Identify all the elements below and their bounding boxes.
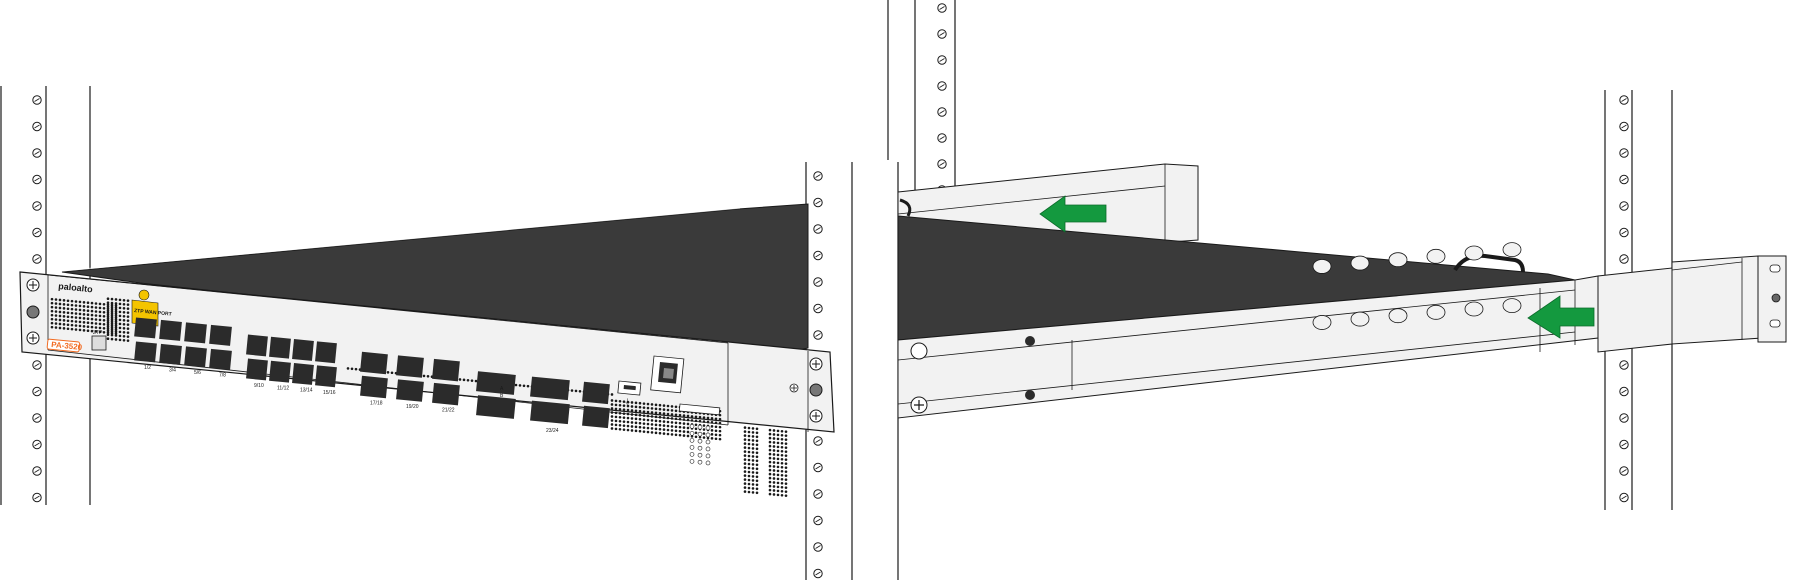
sfp-port	[360, 375, 388, 399]
sfp-port	[246, 334, 268, 357]
qsfp-mode-a: A	[500, 386, 504, 392]
sfp-port	[269, 336, 291, 359]
usb-port: ⏚	[617, 380, 642, 406]
management-port	[650, 355, 685, 394]
usb-icon: ⏚	[624, 398, 631, 406]
brand-logo: paloalto	[58, 281, 94, 294]
status-led	[705, 425, 711, 431]
rail-handle	[1453, 253, 1525, 273]
status-led	[689, 438, 695, 443]
qsfp-port	[476, 395, 516, 419]
status-led	[689, 431, 695, 436]
rj45-port	[209, 324, 232, 346]
port-number: 13/14	[300, 388, 313, 394]
port-number: 23/24	[546, 428, 559, 434]
qsfp-port	[530, 400, 570, 425]
port-number: 3/4	[169, 368, 176, 374]
qsfp-port	[582, 405, 610, 429]
left-arrow-icon	[1527, 295, 1595, 339]
sfp-port	[360, 351, 388, 375]
ztp-label: ZTP	[93, 330, 103, 336]
sfp-port	[315, 341, 337, 364]
rj45-port	[184, 322, 207, 344]
sfp-port	[396, 379, 424, 402]
sfp-port	[432, 358, 460, 382]
left-rack	[0, 86, 853, 580]
sfp-port-group: 9/10 11/12 13/14 15/16 17/18 19/20 21/22	[246, 334, 460, 414]
port-number: 1/2	[144, 365, 151, 371]
rj45-port	[159, 343, 182, 365]
rj45-port	[134, 341, 157, 363]
status-led	[689, 452, 695, 457]
status-led	[689, 445, 695, 450]
ztp-wan-label: ZTP WAN PORT	[134, 308, 172, 318]
rj45-port	[184, 346, 207, 368]
port-number: 19/20	[406, 404, 419, 410]
port-number: 21/22	[442, 408, 455, 414]
status-led	[705, 453, 711, 459]
rack-mounting-holes	[937, 3, 947, 195]
rj45-port	[134, 317, 157, 339]
status-led	[697, 445, 703, 451]
status-led	[689, 424, 695, 429]
status-led-panel	[689, 424, 711, 466]
sfp-port	[269, 360, 291, 383]
left-arrow-icon	[1039, 195, 1107, 233]
rail-adjustment-slots	[1312, 242, 1522, 330]
port-number: 7/8	[219, 373, 226, 379]
chassis-top	[61, 203, 809, 353]
qsfp-port	[582, 381, 610, 405]
firewall-appliance: paloalto PA-3520 ZTP ZTP WAN PORT 1/2 3/4…	[19, 203, 835, 497]
sfp-port	[292, 339, 314, 361]
ventilation-grille	[50, 297, 788, 497]
chassis-top	[897, 215, 1576, 341]
port-number: 11/12	[277, 385, 289, 391]
sfp-port	[396, 355, 424, 378]
status-led	[689, 459, 695, 464]
sfp-port	[315, 365, 337, 388]
status-led	[697, 431, 703, 437]
rail-assembly	[897, 163, 1787, 419]
sfp-port	[292, 363, 314, 385]
qsfp-port	[530, 376, 570, 401]
left-rack-ear	[26, 278, 40, 345]
model-label: PA-3520	[51, 340, 83, 352]
copper-port-group: 1/2 3/4 5/6 7/8	[134, 317, 232, 379]
status-led	[697, 438, 703, 444]
qsfp-port	[476, 371, 516, 395]
status-led	[705, 460, 711, 466]
status-led	[705, 432, 711, 438]
port-number: 9/10	[254, 383, 264, 389]
port-number: 17/18	[370, 401, 383, 407]
rj45-port	[209, 348, 232, 370]
console-slot	[678, 403, 721, 416]
port-number: 15/16	[323, 390, 336, 396]
right-rack-ear	[789, 357, 823, 423]
qsfp-port-group: 23/24	[476, 371, 610, 434]
status-led	[705, 446, 711, 452]
status-led	[697, 452, 703, 458]
status-led	[705, 439, 711, 445]
status-led	[697, 424, 703, 430]
qsfp-mode-b: B	[500, 393, 504, 399]
rj45-port	[159, 319, 182, 341]
rear-bracket	[1671, 255, 1763, 345]
ztp-button	[91, 335, 107, 351]
sfp-port	[432, 382, 460, 406]
port-number: 5/6	[194, 370, 201, 376]
status-led	[697, 459, 703, 465]
sfp-port	[246, 358, 268, 381]
